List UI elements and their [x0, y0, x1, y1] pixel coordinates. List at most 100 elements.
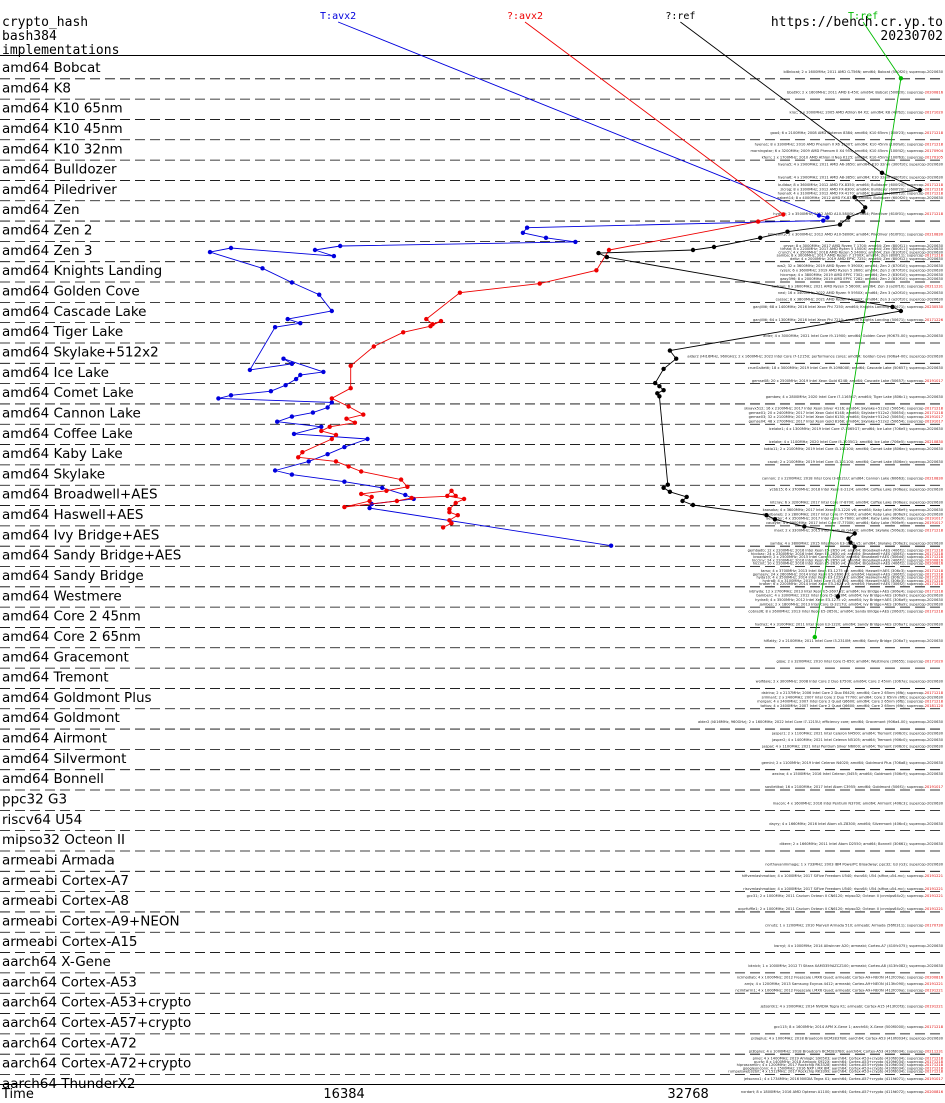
- machine-annotation: gijoe; 2 x 3200MHz; 2010 Intel Core i5-6…: [777, 659, 944, 663]
- machine-annotation: jetsonnx1; 4 x 1734MHz; 2016 NVIDIA Tegr…: [743, 1077, 943, 1081]
- machine-annotation: gcc115; 8 x 1600MHz; 2014 APM X-Gene 1; …: [774, 1025, 944, 1029]
- machine-annotation: gembadb; 12 x 2200MHz; 2016 Intel Xeon E…: [748, 549, 944, 553]
- machine-annotation: ryzen; 6 x 3600MHz; 2019 AMD Ryzen 5 360…: [780, 269, 944, 273]
- machine-annotation: morgan; 4 x 2400MHz; 2007 Intel Core 2 Q…: [757, 700, 944, 704]
- category-label: amd64 Zen 3: [2, 243, 92, 259]
- data-point: [306, 459, 311, 464]
- header: crypto_hash bash384 implementations http…: [0, 15, 945, 58]
- data-point: [821, 218, 826, 223]
- data-point: [285, 316, 290, 322]
- data-point: [848, 540, 853, 545]
- data-point: [289, 414, 295, 419]
- data-point: [711, 244, 717, 250]
- category-label: amd64 Tremont: [2, 670, 109, 686]
- data-point: [333, 432, 339, 438]
- category-label: amd64 Zen 2: [2, 223, 92, 239]
- category-label: aarch64 Cortex-A57+crypto: [2, 1015, 191, 1031]
- machine-annotation: hadrian; 6 x 3600MHz; 2021 AMD Ryzen 5 5…: [772, 285, 943, 289]
- data-point: [346, 404, 351, 409]
- data-point: [846, 215, 851, 220]
- machine-annotation: ycbb15; 6 x 3700MHz; 2018 Intel Xeon E-2…: [770, 488, 944, 492]
- data-point: [661, 485, 666, 490]
- machine-annotation: alder2 (l4i16MHz, 960GHz); 2 x 1600MHz; …: [687, 354, 943, 358]
- category-label: amd64 Cascade Lake: [2, 304, 147, 320]
- category-label: amd64 Kaby Lake: [2, 446, 123, 462]
- data-point: [329, 308, 334, 314]
- machine-annotation: saviletikai; 16 x 2100MHz; 2017 Intel At…: [765, 785, 943, 789]
- machine-annotation: cruel1sitetti; 18 x 3000MHz; 2019 Intel …: [748, 366, 944, 370]
- data-point: [317, 292, 322, 297]
- machine-annotation: gemini; 2 x 1100MHz; 2019 Intel Celeron …: [762, 761, 944, 765]
- data-point: [520, 230, 526, 235]
- category-label: amd64 Silvermont: [2, 751, 126, 767]
- machine-annotation: hiflatty; 2 x 2100MHz; 2011 Intel Core i…: [764, 639, 944, 643]
- subtitle-label: implementations: [2, 43, 119, 58]
- data-point: [447, 510, 452, 515]
- data-point: [325, 405, 330, 410]
- data-point: [449, 488, 454, 493]
- category-label: amd64 K10 32nm: [2, 141, 123, 157]
- machine-annotation: cobra36; 8 x 2600MHz; 2013 Intel Xeon E5…: [748, 610, 943, 614]
- machine-annotation: wolfdale; 2 x 3000MHz; 2008 Intel Core 2…: [756, 680, 944, 684]
- data-point: [409, 495, 414, 501]
- machine-annotation: hyena5; 4 x 2900MHz; 2011 AMD A6-3650; a…: [778, 163, 944, 167]
- machine-annotation: hydra6; 4 x 3500MHz; 2012 Intel Xeon E3-…: [755, 598, 944, 602]
- data-point: [852, 531, 857, 536]
- data-point: [453, 500, 458, 506]
- data-point: [665, 482, 670, 487]
- machine-annotation: jambes; 2 x 1800MHz; 2013 Intel Core i3-…: [759, 602, 944, 606]
- data-point: [890, 304, 895, 310]
- data-point: [384, 488, 389, 493]
- machine-annotation: bamberc; 4 x 3300MHz; 2012 Intel Core i5…: [756, 594, 943, 598]
- machine-annotation: skxavx512; 16 x 2100MHz; 2017 Intel Xeon…: [744, 406, 944, 410]
- data-point: [453, 493, 458, 499]
- machine-annotation: samba; 4 x 3800MHz; 2015 Intel Xeon E3-1…: [770, 541, 944, 545]
- category-label: amd64 K8: [2, 80, 71, 96]
- data-point: [398, 477, 404, 482]
- data-point: [657, 384, 662, 389]
- machine-annotation: kraker; 6 x 2200MHz; 2014 Intel Xeon E5-…: [759, 582, 943, 586]
- data-point: [281, 356, 286, 361]
- data-point: [457, 290, 463, 295]
- category-label: amd64 Bulldozer: [2, 162, 117, 178]
- data-point: [604, 254, 610, 260]
- machine-annotation: maxl; 2 x 3300MHz; 2015 Intel Pentium G4…: [774, 528, 944, 532]
- data-point: [361, 412, 366, 417]
- data-point: [690, 247, 696, 253]
- data-point: [812, 634, 817, 640]
- category-label: amd64 Haswell+AES: [2, 507, 143, 523]
- data-point: [802, 524, 807, 529]
- data-point: [852, 544, 857, 549]
- machine-annotation: googleonconn; 4 x 1500MHz; 2016 NXP i.MX…: [743, 1066, 944, 1070]
- data-point: [319, 428, 324, 434]
- category-label: amd64 Westmere: [2, 588, 122, 604]
- data-point: [449, 521, 454, 526]
- machine-annotation: gasy396; 8 x 2000MHz; 2019 AMD EPYC 7282…: [780, 277, 944, 281]
- series-leader: [680, 21, 883, 174]
- machine-annotation: cannon; 2 x 2200MHz; 2018 Intel Core i3-…: [762, 476, 944, 480]
- data-point: [863, 205, 868, 210]
- data-point: [342, 504, 347, 510]
- data-point: [348, 386, 353, 391]
- data-point: [369, 494, 374, 500]
- data-point: [852, 195, 857, 200]
- category-label: amd64 Gracemont: [2, 649, 129, 665]
- category-label: ppc32 G3: [2, 792, 67, 808]
- data-point: [296, 455, 301, 460]
- machine-annotation: hyena1; 8 x 3300MHz; 2010 AMD Phenom II …: [755, 142, 944, 146]
- machine-annotation: alder2 (l4i16MHz, 960GHz); 2 x 1600MHz; …: [698, 720, 944, 724]
- machine-annotation: gambes; 4 x 2800MHz; 2020 Intel Core i7-…: [766, 395, 944, 399]
- data-point: [825, 215, 830, 220]
- data-point: [289, 361, 295, 366]
- machine-annotation: broadwell; 2 x 2500MHz; 2015 Intel Core …: [753, 555, 943, 559]
- data-point: [608, 543, 614, 548]
- machine-annotation: cauxyte; 4 x 3900MHz; 2017 Intel Core i7…: [766, 521, 943, 525]
- category-label: aarch64 Cortex-A53+crypto: [2, 995, 191, 1011]
- machine-annotation: deltz; 4 x 2000MHz; 2019 AMD EPYC 7251; …: [790, 257, 944, 261]
- machine-annotation: icelake; 4 x 1100MHz; 2020 Intel Core i5…: [769, 440, 944, 444]
- data-point: [367, 498, 372, 504]
- data-point: [667, 489, 673, 494]
- data-point: [543, 235, 549, 240]
- data-point: [690, 502, 696, 508]
